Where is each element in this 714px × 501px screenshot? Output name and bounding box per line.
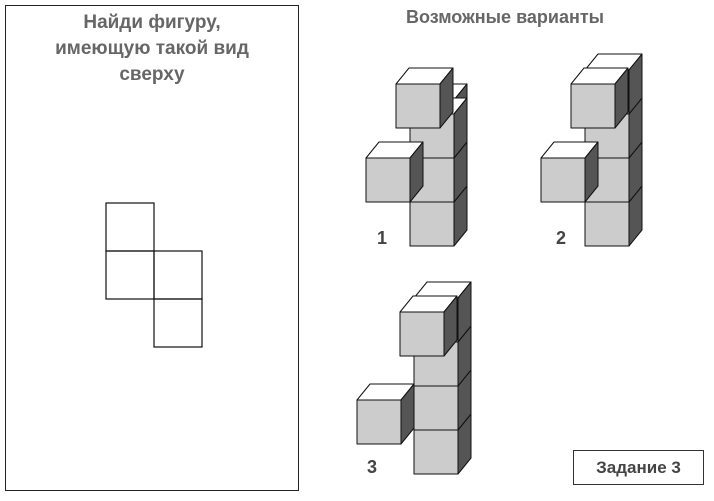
plan-cell-4	[153, 298, 203, 348]
cube-front-face	[399, 311, 445, 357]
cube-front-face	[584, 201, 630, 247]
cube-front-face	[570, 83, 616, 129]
cube-front-face	[413, 429, 459, 475]
task-text-line-1: Найди фигуру,	[83, 12, 221, 33]
variant-3-figure[interactable]	[356, 281, 472, 475]
variant-3-number[interactable]: 3	[367, 457, 378, 477]
variant-1-number[interactable]: 1	[377, 228, 388, 248]
cube-front-face	[540, 157, 586, 203]
task-text-line-3: сверху	[119, 64, 185, 85]
variant-2-number[interactable]: 2	[556, 228, 567, 248]
variant-2-figure[interactable]	[540, 53, 643, 247]
variants-title: Возможные варианты	[405, 7, 605, 27]
variant-1-figure[interactable]	[365, 67, 468, 247]
task-text: Найди фигуру, имеющую такой вид сверху	[5, 10, 299, 88]
cube-front-face	[356, 399, 402, 445]
task-frame	[5, 5, 299, 491]
task-badge: Задание 3	[573, 450, 704, 485]
task-text-line-2: имеющую такой вид	[55, 38, 249, 59]
cube-front-face	[409, 201, 455, 247]
cube-front-face	[413, 385, 459, 431]
cube-front-face	[395, 83, 441, 129]
cube-front-face	[365, 157, 411, 203]
